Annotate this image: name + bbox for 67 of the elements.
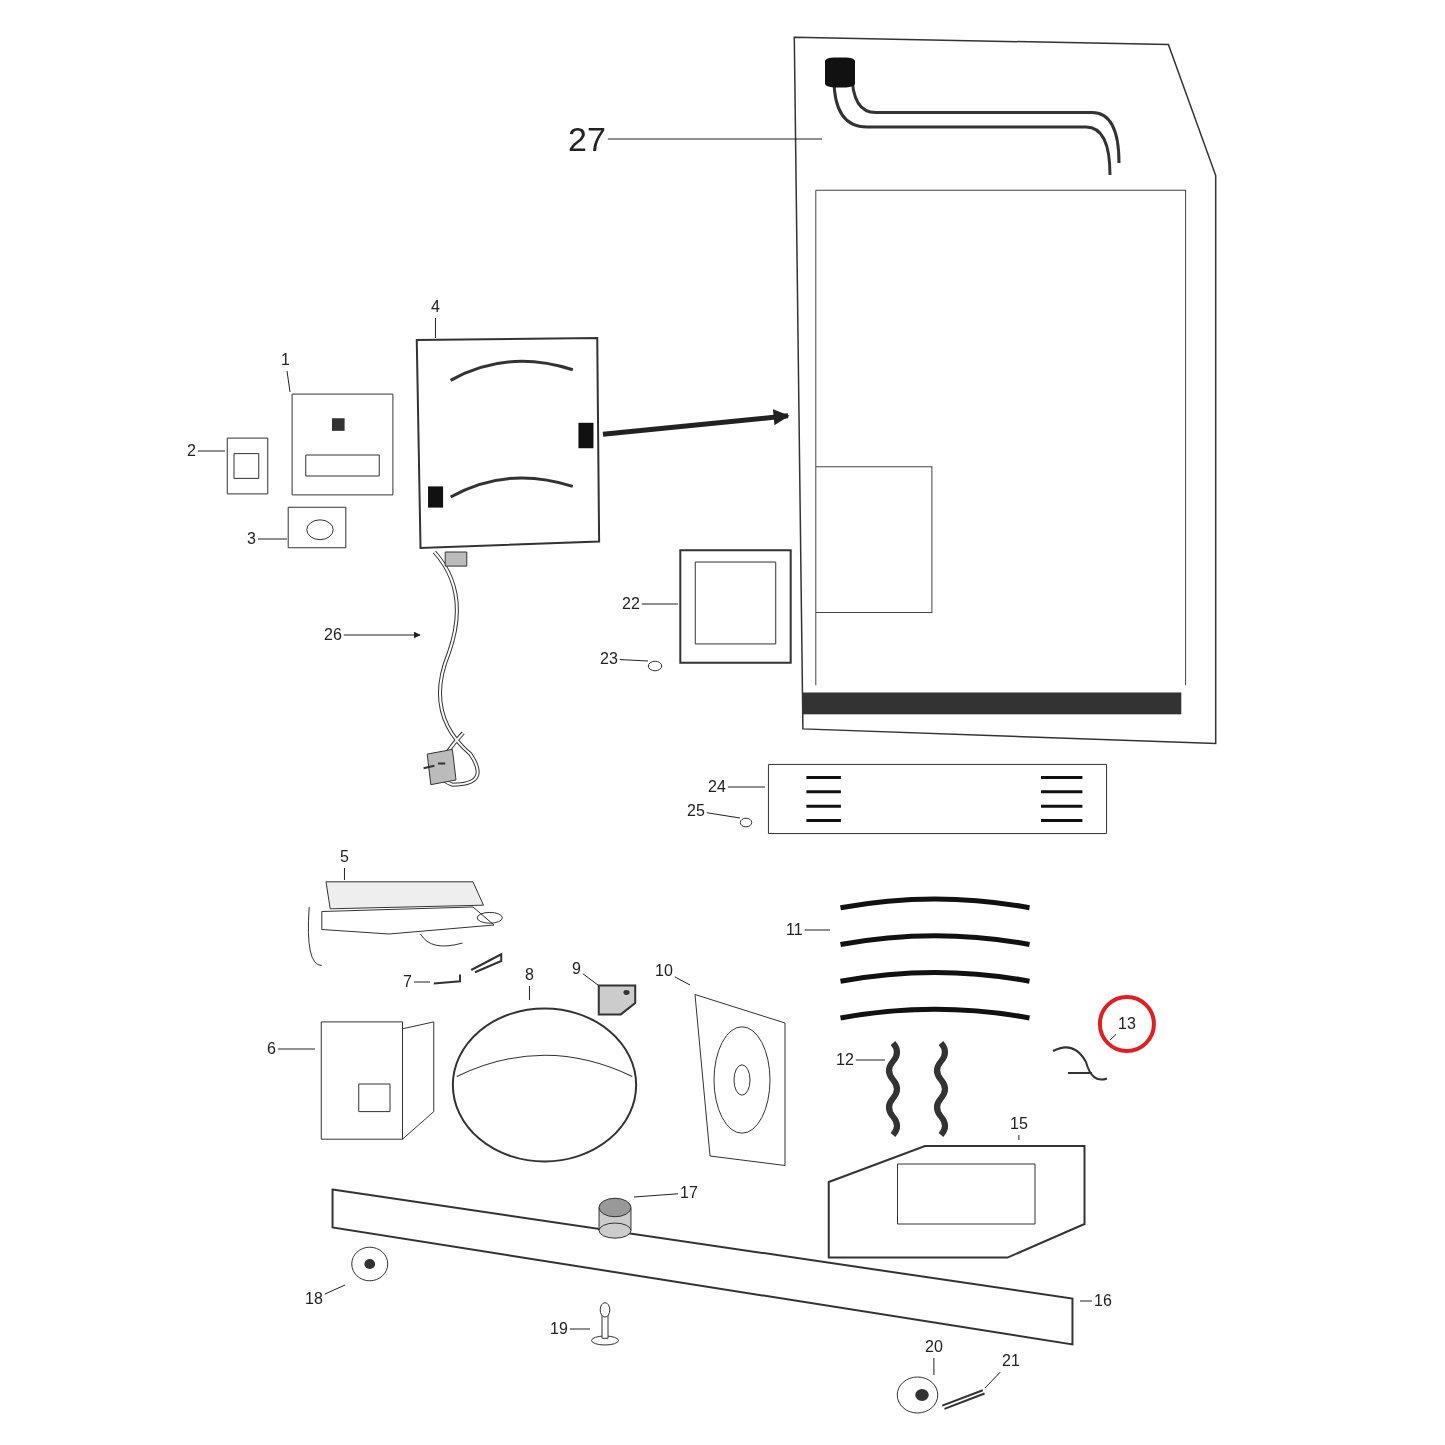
leader-line — [933, 1357, 935, 1376]
callout-number: 3 — [247, 530, 256, 548]
callout-number: 11 — [786, 921, 803, 939]
callout-number: 8 — [525, 966, 534, 984]
callout-number: 2 — [187, 442, 196, 460]
relay-drawing — [287, 505, 347, 550]
pin-drawing — [940, 1388, 985, 1410]
callout-number: 15 — [1010, 1115, 1028, 1133]
callout-number: 5 — [340, 848, 349, 866]
callout-number: 26 — [324, 626, 342, 644]
callout-number: 12 — [836, 1051, 854, 1069]
callout-number: 7 — [403, 973, 412, 991]
leader-line — [343, 867, 345, 881]
callout-number: 23 — [600, 650, 618, 668]
bolt-drawing — [590, 1300, 620, 1345]
leader-line — [569, 1328, 591, 1330]
callout-number: 22 — [622, 595, 640, 613]
leader-line — [528, 985, 530, 1001]
callout-number: 17 — [680, 1184, 698, 1202]
leader-line — [413, 981, 431, 983]
wheel-drawing — [895, 1375, 940, 1415]
leader-line — [674, 976, 691, 986]
leader-line — [324, 1284, 346, 1295]
leader-line — [706, 812, 741, 819]
leader-line — [1018, 1134, 1020, 1141]
leader-line — [286, 370, 291, 393]
grommet-drawing — [596, 1197, 634, 1239]
control-housing-drawing — [413, 338, 601, 550]
leader-line — [1079, 1300, 1093, 1302]
circuit-board-drawing — [290, 392, 395, 497]
leader-line — [607, 138, 823, 140]
callout-number: 13 — [1118, 1015, 1136, 1033]
bracket-drawing — [598, 985, 636, 1015]
callout-number: 1 — [281, 351, 290, 369]
leader-line — [277, 1048, 316, 1050]
callout-number: 21 — [1002, 1352, 1020, 1370]
leader-line — [633, 1193, 679, 1198]
leader-line — [434, 317, 436, 339]
arrow — [343, 631, 421, 639]
leader-line — [197, 450, 226, 452]
callout-number: 27 — [568, 120, 606, 158]
callout-number: 20 — [925, 1338, 943, 1356]
callout-number: 10 — [655, 962, 673, 980]
screw-drawing — [648, 661, 662, 671]
leader-line — [582, 973, 599, 986]
leader-line — [641, 603, 679, 605]
callout-number: 9 — [572, 960, 581, 978]
connector-drawing — [225, 435, 270, 497]
leader-line — [727, 786, 766, 788]
leader-line — [804, 929, 831, 931]
leader-line — [984, 1371, 1001, 1389]
leader-line — [855, 1059, 886, 1061]
callout-number: 18 — [305, 1290, 323, 1308]
callout-number: 24 — [708, 778, 726, 796]
screw-drawing — [740, 818, 752, 827]
leader-line — [619, 659, 649, 662]
callout-number: 19 — [550, 1320, 568, 1338]
leader-line — [1109, 1033, 1117, 1041]
callout-number: 6 — [267, 1040, 276, 1058]
frame-drawing — [678, 548, 793, 665]
callout-number: 4 — [431, 298, 440, 316]
condenser-tube-drawing — [822, 55, 1122, 175]
leader-line — [257, 538, 288, 540]
callout-number: 16 — [1094, 1292, 1112, 1310]
callout-number: 25 — [687, 802, 705, 820]
grille-panel-drawing — [765, 763, 1110, 835]
arrow — [602, 409, 790, 437]
